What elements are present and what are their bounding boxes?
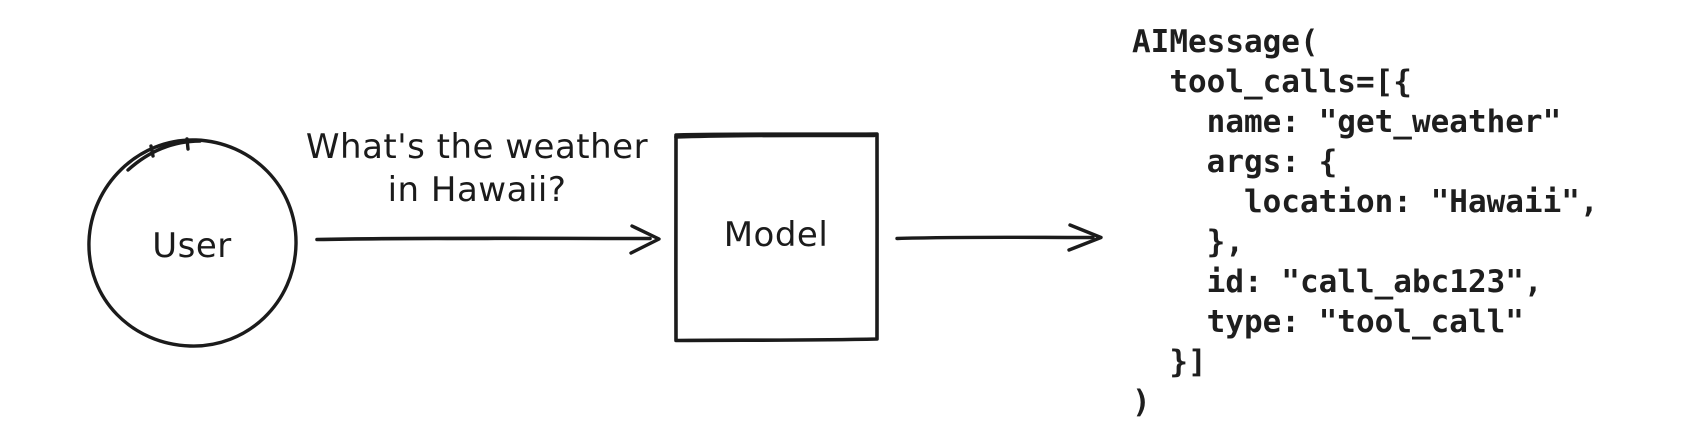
ai-message-code-block: AIMessage( tool_calls=[{ name: "get_weat… xyxy=(1132,24,1599,420)
user-node-label: User xyxy=(152,226,232,266)
request-arrow-label-line1: What's the weather xyxy=(305,127,649,167)
model-box-shape xyxy=(674,132,879,343)
user-circle-shape xyxy=(87,137,298,348)
model-node-label: Model xyxy=(723,215,829,255)
request-arrow-label: What's the weather in Hawaii? xyxy=(292,126,662,212)
request-arrow-label-line2: in Hawaii? xyxy=(387,170,567,210)
request-arrow xyxy=(315,224,661,255)
response-arrow xyxy=(895,223,1103,252)
